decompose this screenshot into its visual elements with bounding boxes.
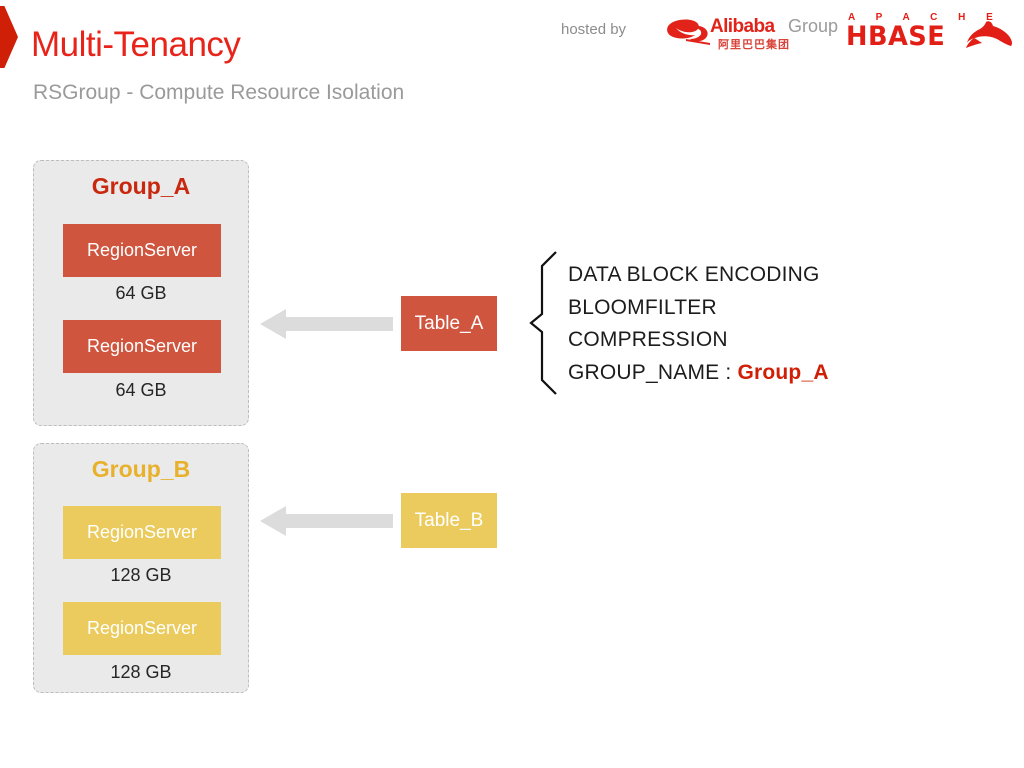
attr-line-2: COMPRESSION	[568, 328, 728, 351]
attr-line-group-name: GROUP_NAME : Group_A	[568, 357, 829, 390]
arrow-head-icon	[260, 309, 286, 339]
group-name-key: GROUP_NAME :	[568, 360, 738, 384]
group-box-a[interactable]: Group_A RegionServer 64 GB RegionServer …	[33, 160, 249, 426]
arrow-shaft	[284, 514, 393, 528]
arrow-head-icon	[260, 506, 286, 536]
table-attribute-list: DATA BLOCK ENCODING BLOOMFILTER COMPRESS…	[568, 259, 829, 389]
regionserver-b-1-memory: 128 GB	[110, 565, 172, 585]
regionserver-a-1[interactable]: RegionServer	[63, 224, 221, 277]
regionserver-a-2-memory: 64 GB	[115, 380, 167, 400]
alibaba-mark-icon	[667, 19, 710, 45]
arrow-shaft	[284, 317, 393, 331]
group-name-value: Group_A	[737, 360, 829, 384]
regionserver-b-2[interactable]: RegionServer	[63, 602, 221, 655]
apache-hbase-logo: A P A C H E HBASE	[846, 12, 1016, 54]
orca-icon	[966, 21, 1013, 48]
hosted-by-label: hosted by	[561, 21, 627, 38]
alibaba-chinese-wordmark: 阿里巴巴集团	[718, 39, 790, 51]
regionserver-b-1[interactable]: RegionServer	[63, 506, 221, 559]
table-b-box[interactable]: Table_B	[401, 493, 497, 548]
hbase-apache-label: A P A C H E	[848, 12, 1002, 23]
page-title: Multi-Tenancy	[31, 25, 241, 64]
attr-line-1: BLOOMFILTER	[568, 295, 717, 319]
arrow-table-a-to-group-a	[260, 309, 393, 339]
alibaba-wordmark: Alibaba	[710, 16, 775, 37]
regionserver-a-2[interactable]: RegionServer	[63, 320, 221, 373]
regionserver-b-2-memory: 128 GB	[110, 662, 172, 682]
page-subtitle: RSGroup - Compute Resource Isolation	[33, 81, 405, 104]
curly-brace-icon	[529, 251, 557, 395]
alibaba-group-logo: Alibaba Group 阿里巴巴集团	[666, 14, 838, 52]
group-a-title: Group_A	[91, 173, 191, 199]
arrow-table-b-to-group-b	[260, 506, 393, 536]
regionserver-a-1-memory: 64 GB	[115, 283, 167, 303]
group-b-title: Group_B	[91, 456, 191, 482]
attr-line-0: DATA BLOCK ENCODING	[568, 263, 820, 286]
hbase-wordmark: HBASE	[846, 21, 946, 52]
table-a-box[interactable]: Table_A	[401, 296, 497, 351]
alibaba-group-word: Group	[788, 16, 839, 36]
corner-chevron-icon	[0, 6, 18, 68]
group-box-b[interactable]: Group_B RegionServer 128 GB RegionServer…	[33, 443, 249, 693]
